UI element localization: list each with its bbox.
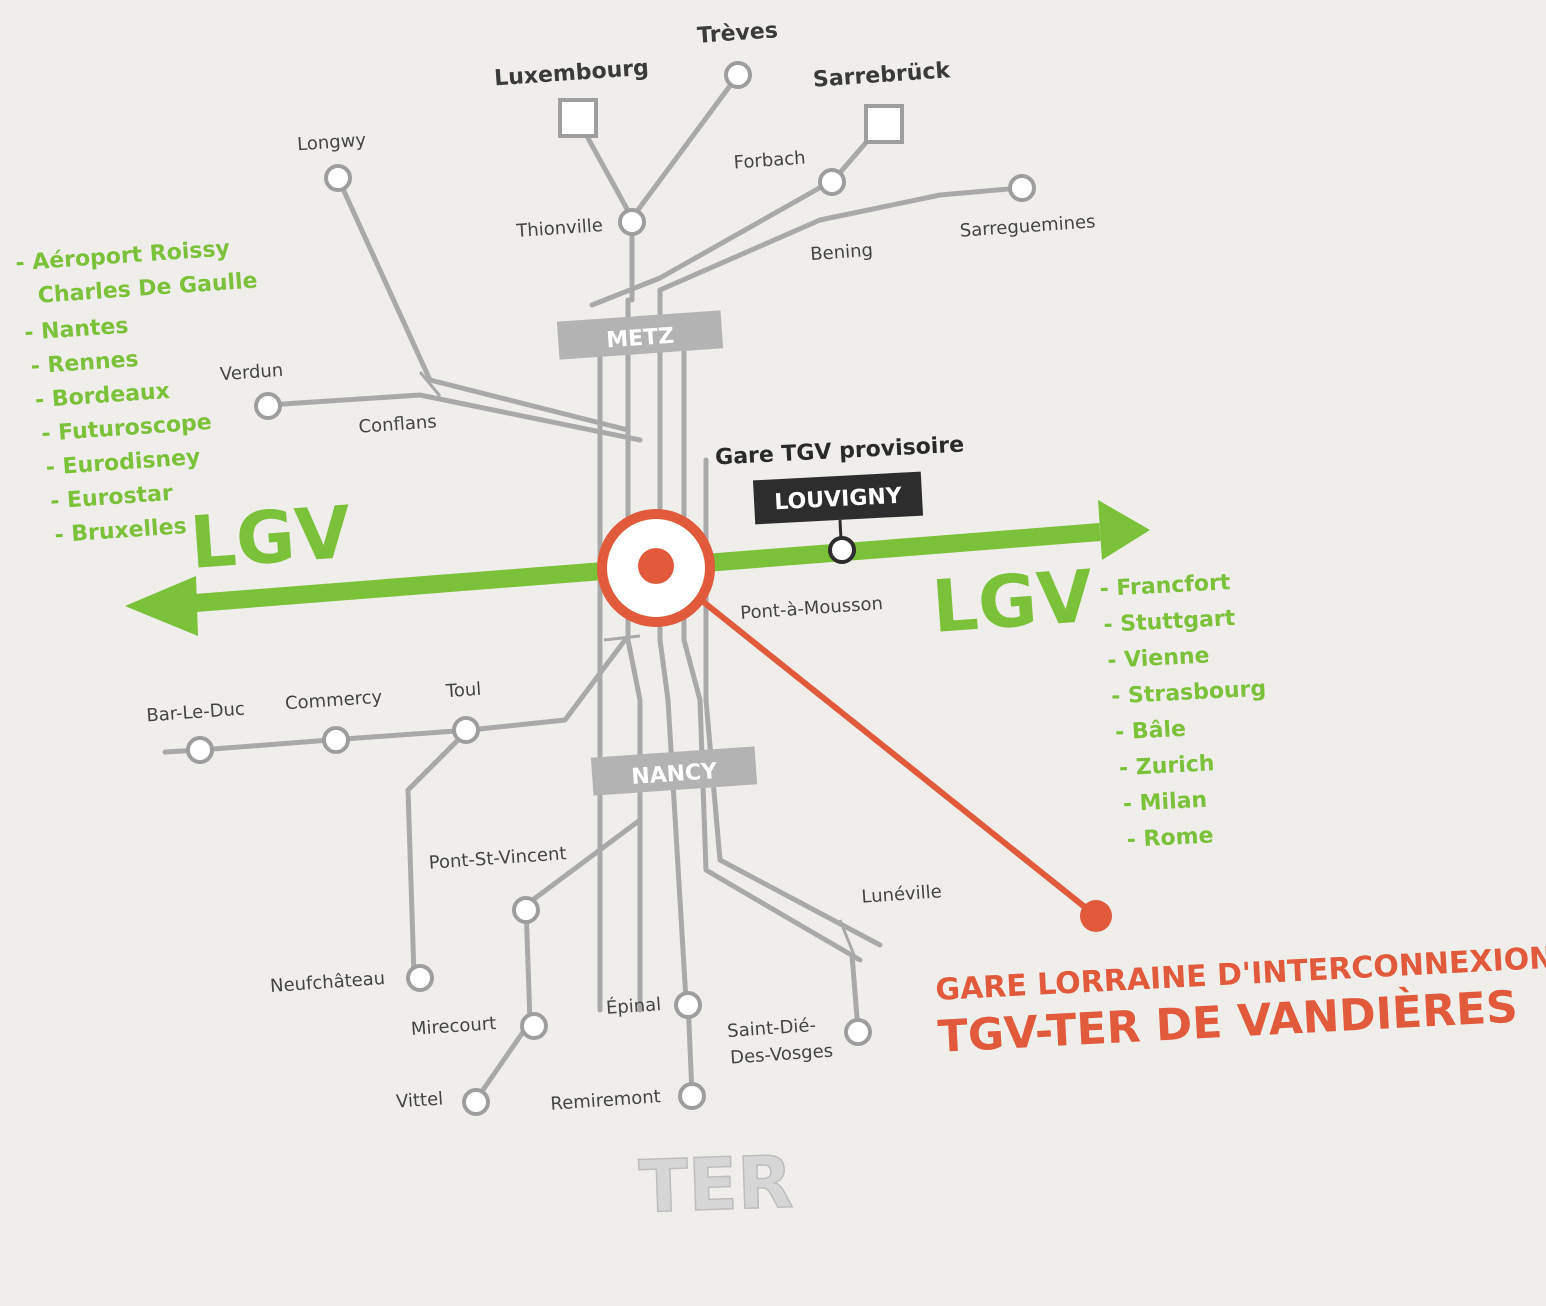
dest-east-4: - Bâle <box>1115 717 1187 746</box>
ter-sarreguemines-line <box>657 185 1023 313</box>
nancy-label: NANCY <box>631 759 720 790</box>
dest-east-3: - Strasbourg <box>1111 676 1267 709</box>
metz-label: METZ <box>606 324 675 354</box>
label-sarrebruck: Sarrebrück <box>812 58 952 93</box>
dest-west-1: Charles De Gaulle <box>37 268 258 308</box>
dest-west-3: - Rennes <box>30 347 139 379</box>
node-thionville <box>618 208 646 236</box>
lgv-arrow-west <box>125 576 198 636</box>
node-longwy <box>324 164 352 192</box>
dest-west-8: - Bruxelles <box>54 514 188 548</box>
node-luxembourg <box>558 98 598 138</box>
ter-west-line <box>162 727 473 755</box>
louvigny-node <box>828 536 856 564</box>
label-forbach: Forbach <box>733 148 806 174</box>
node-commercy <box>322 726 350 754</box>
station-nodes <box>186 61 1036 1116</box>
label-luxembourg: Luxembourg <box>493 56 649 92</box>
louvigny-caption: Gare TGV provisoire <box>715 433 965 471</box>
label-remiremont: Remiremont <box>550 1086 662 1115</box>
metz-hub: METZ <box>556 310 724 360</box>
dest-east-0: - Francfort <box>1099 570 1231 602</box>
ter-label: TER <box>638 1140 795 1229</box>
label-treves: Trèves <box>696 18 778 49</box>
node-remiremont <box>678 1082 706 1110</box>
dest-east-2: - Vienne <box>1107 643 1210 673</box>
dest-east-1: - Stuttgart <box>1103 606 1236 638</box>
ter-trunk-5 <box>703 457 883 948</box>
station-labels: Luxembourg Trèves Sarrebrück Longwy Thio… <box>146 18 1096 1115</box>
label-bar-le-duc: Bar-Le-Duc <box>146 699 246 727</box>
vandieres-target <box>597 509 715 627</box>
destinations-east-list: - Francfort - Stuttgart - Vienne - Stras… <box>1099 570 1267 853</box>
node-sarrebruck <box>864 104 904 144</box>
vandieres-connector <box>674 577 1112 932</box>
label-mirecourt: Mirecourt <box>410 1013 497 1040</box>
ter-neufchateau-line <box>405 727 471 978</box>
node-forbach <box>818 168 846 196</box>
ter-trunk-2 <box>625 297 643 1013</box>
ter-longwy-line <box>335 175 631 433</box>
dest-west-6: - Eurodisney <box>45 445 201 481</box>
lgv-arrow-east <box>1098 500 1150 560</box>
label-thionville: Thionville <box>515 215 604 242</box>
ter-treves-line <box>629 72 741 221</box>
node-neufchateau <box>406 964 434 992</box>
label-verdun: Verdun <box>219 360 284 385</box>
label-longwy: Longwy <box>296 130 367 156</box>
node-sarreguemines <box>1008 174 1036 202</box>
border-nodes <box>558 98 904 144</box>
node-bar-le-duc <box>186 736 214 764</box>
node-mirecourt <box>520 1012 548 1040</box>
label-vittel: Vittel <box>395 1088 443 1112</box>
dest-west-5: - Futuroscope <box>41 410 213 447</box>
label-saint-die-1: Saint-Dié- <box>727 1015 817 1042</box>
dest-west-0: - Aéroport Roissy <box>15 236 231 276</box>
label-toul: Toul <box>444 679 482 702</box>
label-conflans: Conflans <box>358 411 437 437</box>
dest-east-7: - Rome <box>1126 823 1214 853</box>
label-pont-st-vincent: Pont-St-Vincent <box>428 843 567 874</box>
node-pont-st-vincent <box>512 896 540 924</box>
vandieres-title: GARE LORRAINE D'INTERCONNEXION TGV-TER D… <box>935 941 1546 1063</box>
node-toul <box>452 716 480 744</box>
node-verdun <box>254 392 282 420</box>
dest-east-5: - Zurich <box>1118 751 1215 781</box>
label-bening: Bening <box>810 240 874 265</box>
label-luneville: Lunéville <box>861 881 943 908</box>
label-epinal: Épinal <box>605 993 662 1019</box>
dest-west-7: - Eurostar <box>49 481 173 515</box>
nancy-hub: NANCY <box>590 746 758 796</box>
vandieres-dot <box>1080 900 1112 932</box>
label-saint-die-2: Des-Vosges <box>730 1040 834 1068</box>
node-saint-die <box>844 1018 872 1046</box>
label-neufchateau: Neufchâteau <box>269 968 385 997</box>
node-vittel <box>462 1088 490 1116</box>
label-commercy: Commercy <box>284 687 383 715</box>
node-treves <box>724 61 752 89</box>
junction-ticks <box>418 371 858 961</box>
label-sarreguemines: Sarreguemines <box>959 211 1096 241</box>
ter-verdun-line <box>265 392 643 443</box>
ter-toul-line <box>467 637 628 733</box>
ter-trunk-4 <box>681 327 863 963</box>
ter-forbach-line <box>589 179 833 308</box>
label-pont-a-mousson: Pont-à-Mousson <box>740 593 884 624</box>
ter-trunk-3 <box>657 307 689 1003</box>
dest-west-4: - Bordeaux <box>34 379 170 413</box>
dest-east-6: - Milan <box>1122 788 1207 817</box>
node-epinal <box>674 991 702 1019</box>
lgv-label-west: LGV <box>187 490 353 585</box>
lgv-label-east: LGV <box>929 554 1095 649</box>
ter-saintdie-line <box>849 952 861 1033</box>
dest-west-2: - Nantes <box>24 314 130 346</box>
